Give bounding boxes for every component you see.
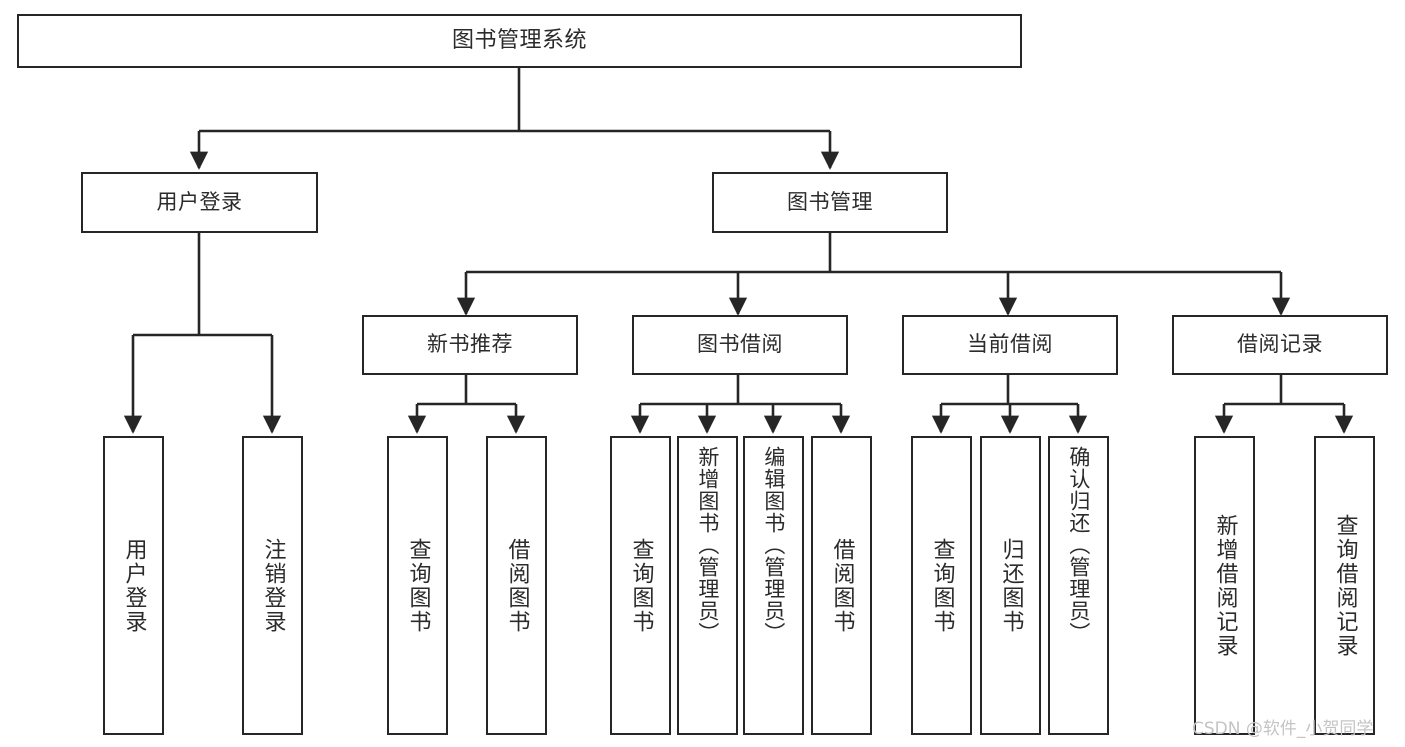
leaf-add-borrow-record[interactable]: 新增借阅记录 xyxy=(1194,436,1255,735)
leaf-query-book-current[interactable]: 查询图书 xyxy=(911,436,972,735)
node-book-borrow[interactable]: 图书借阅 xyxy=(632,315,848,375)
leaf-edit-book-admin[interactable]: 编辑图书（管理员） xyxy=(743,436,804,735)
leaf-add-book-admin[interactable]: 新增图书（管理员） xyxy=(677,436,738,735)
node-borrow-record[interactable]: 借阅记录 xyxy=(1172,315,1388,375)
node-book-management[interactable]: 图书管理 xyxy=(712,172,948,233)
node-label: 新增借阅记录 xyxy=(1212,513,1238,658)
leaf-borrow-book-recommend[interactable]: 借阅图书 xyxy=(486,436,547,735)
node-label: 新增图书（管理员） xyxy=(695,446,720,644)
node-label: 用户登录 xyxy=(156,189,243,214)
node-label: 当前借阅 xyxy=(967,332,1053,357)
leaf-borrow-book-borrow[interactable]: 借阅图书 xyxy=(811,436,872,735)
node-label: 归还图书 xyxy=(998,537,1024,634)
node-label: 图书借阅 xyxy=(697,332,783,357)
node-label: 注销登录 xyxy=(260,537,286,634)
node-label: 借阅图书 xyxy=(829,537,855,634)
leaf-confirm-return-admin[interactable]: 确认归还（管理员） xyxy=(1048,436,1109,735)
node-label: 图书管理系统 xyxy=(451,27,587,53)
node-label: 借阅图书 xyxy=(504,537,530,634)
node-label: 查询图书 xyxy=(405,537,431,634)
node-new-book-recommend[interactable]: 新书推荐 xyxy=(362,315,578,375)
node-root-book-management-system[interactable]: 图书管理系统 xyxy=(17,14,1022,68)
node-current-borrow[interactable]: 当前借阅 xyxy=(902,315,1118,375)
node-user-login[interactable]: 用户登录 xyxy=(81,172,318,233)
node-label: 借阅记录 xyxy=(1237,332,1323,357)
leaf-query-book-borrow[interactable]: 查询图书 xyxy=(610,436,671,735)
node-label: 查询图书 xyxy=(628,537,654,634)
node-label: 查询借阅记录 xyxy=(1332,513,1358,658)
node-label: 确认归还（管理员） xyxy=(1066,446,1091,644)
node-label: 查询图书 xyxy=(929,537,955,634)
leaf-user-login[interactable]: 用户登录 xyxy=(103,436,164,735)
node-label: 图书管理 xyxy=(787,189,873,214)
leaf-return-book[interactable]: 归还图书 xyxy=(980,436,1041,735)
node-label: 用户登录 xyxy=(121,537,147,634)
leaf-query-book-recommend[interactable]: 查询图书 xyxy=(387,436,448,735)
csdn-watermark: CSDN @软件_小贺同学 xyxy=(1192,719,1374,739)
leaf-logout-login[interactable]: 注销登录 xyxy=(242,436,303,735)
node-label: 新书推荐 xyxy=(427,332,513,357)
leaf-query-borrow-record[interactable]: 查询借阅记录 xyxy=(1314,436,1375,735)
node-label: 编辑图书（管理员） xyxy=(761,446,786,644)
